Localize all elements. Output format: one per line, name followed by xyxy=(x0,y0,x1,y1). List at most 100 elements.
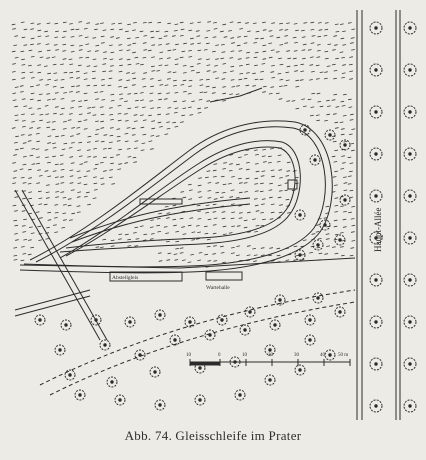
hatch-stroke xyxy=(13,154,18,156)
hatch-stroke xyxy=(188,189,193,191)
hatch-stroke xyxy=(110,28,115,31)
hatch-stroke xyxy=(63,219,67,221)
hatch-stroke xyxy=(69,169,74,172)
hatch-stroke xyxy=(15,135,20,138)
tree-symbol xyxy=(369,21,383,35)
hatch-stroke xyxy=(126,58,131,61)
hatch-stroke xyxy=(43,203,48,206)
hatch-stroke xyxy=(55,191,59,193)
hatch-stroke xyxy=(347,156,352,159)
park-boundary-lower xyxy=(19,257,356,269)
hatch-stroke xyxy=(133,147,138,149)
hatch-stroke xyxy=(301,98,306,100)
hatch-stroke xyxy=(91,106,96,108)
hatch-stroke xyxy=(27,239,32,241)
hatch-stroke xyxy=(316,246,321,249)
hatch-stroke xyxy=(237,36,242,38)
hatch-stroke xyxy=(100,183,105,185)
loop-outer-rail xyxy=(19,120,333,274)
hatch-stroke xyxy=(323,217,328,219)
hatch-stroke xyxy=(78,106,83,108)
hatch-stroke xyxy=(47,99,51,101)
hatch-stroke xyxy=(68,58,73,60)
hatch-stroke xyxy=(150,36,155,39)
hatch-stroke xyxy=(349,56,354,58)
hatch-stroke xyxy=(11,50,16,53)
hatch-stroke xyxy=(60,134,65,137)
hatch-stroke xyxy=(77,120,82,123)
hatch-stroke xyxy=(131,127,136,130)
hatch-stroke xyxy=(27,182,32,185)
hatch-stroke xyxy=(255,224,260,227)
hatch-stroke xyxy=(47,79,51,81)
hatch-stroke xyxy=(349,170,353,173)
hatch-stroke xyxy=(260,203,265,205)
hatch-stroke xyxy=(349,196,354,199)
hatch-stroke xyxy=(54,22,59,25)
hatch-stroke xyxy=(30,232,35,234)
hatch-stroke xyxy=(268,254,273,257)
hatch-stroke xyxy=(269,182,273,185)
tree-trunk xyxy=(273,323,277,327)
hatch-stroke xyxy=(94,133,99,136)
hatch-stroke xyxy=(93,147,97,150)
hatch-stroke xyxy=(254,163,259,165)
hatch-stroke xyxy=(92,70,96,73)
hatch-stroke xyxy=(28,107,33,109)
hatch-stroke xyxy=(173,224,177,227)
hatch-stroke xyxy=(239,28,244,30)
hatch-stroke xyxy=(156,107,161,109)
hatch-stroke xyxy=(116,135,121,138)
hatch-stroke xyxy=(267,161,272,164)
hatch-stroke xyxy=(247,30,251,33)
hatch-stroke xyxy=(167,107,172,109)
hatch-stroke xyxy=(102,70,107,73)
hatch-stroke xyxy=(163,98,168,100)
hatch-stroke xyxy=(188,29,193,32)
tree-symbol xyxy=(124,316,136,328)
hatch-stroke xyxy=(87,156,91,158)
tree-trunk xyxy=(308,338,312,342)
hatch-stroke xyxy=(126,37,131,40)
hatch-stroke xyxy=(347,175,352,177)
hatch-stroke xyxy=(254,64,258,67)
hatch-stroke xyxy=(236,85,241,87)
hatch-stroke xyxy=(286,50,291,52)
hatch-stroke xyxy=(212,203,217,206)
hatch-stroke xyxy=(348,63,353,66)
hatch-stroke xyxy=(109,114,114,116)
hatch-stroke xyxy=(47,211,51,214)
hatch-stroke xyxy=(229,57,234,59)
hatch-stroke xyxy=(52,147,57,149)
clearing-edge xyxy=(209,87,263,103)
hatch-stroke xyxy=(316,50,321,52)
hatch-stroke xyxy=(155,135,160,137)
hatch-stroke xyxy=(212,36,217,38)
tree-trunk xyxy=(220,318,224,322)
hatch-stroke xyxy=(270,49,275,51)
hatch-stroke xyxy=(158,37,163,40)
hatch-stroke xyxy=(60,98,65,100)
hatch-stroke xyxy=(331,99,336,101)
hatch-stroke xyxy=(37,64,41,66)
hatch-stroke xyxy=(83,78,88,80)
hatch-stroke xyxy=(195,238,200,240)
hatch-stroke xyxy=(166,57,171,59)
hatch-stroke xyxy=(142,133,147,136)
hatch-stroke xyxy=(349,254,354,257)
hatch-stroke xyxy=(14,148,19,151)
hatch-stroke xyxy=(133,114,138,116)
hatch-stroke xyxy=(347,22,352,24)
hatch-stroke xyxy=(278,98,283,100)
hatch-stroke xyxy=(279,79,284,81)
hatch-stroke xyxy=(276,254,281,257)
hatch-stroke xyxy=(309,114,314,117)
hatch-stroke xyxy=(276,36,281,39)
avenue-edges xyxy=(356,10,401,420)
tree-symbol xyxy=(339,139,351,151)
tree-symbol xyxy=(324,129,336,141)
hatch-stroke xyxy=(237,21,242,24)
scale-labels: 10 0 10 20 30 40 50 m xyxy=(186,353,348,358)
hatch-stroke xyxy=(149,148,154,150)
hatch-stroke xyxy=(108,70,113,72)
